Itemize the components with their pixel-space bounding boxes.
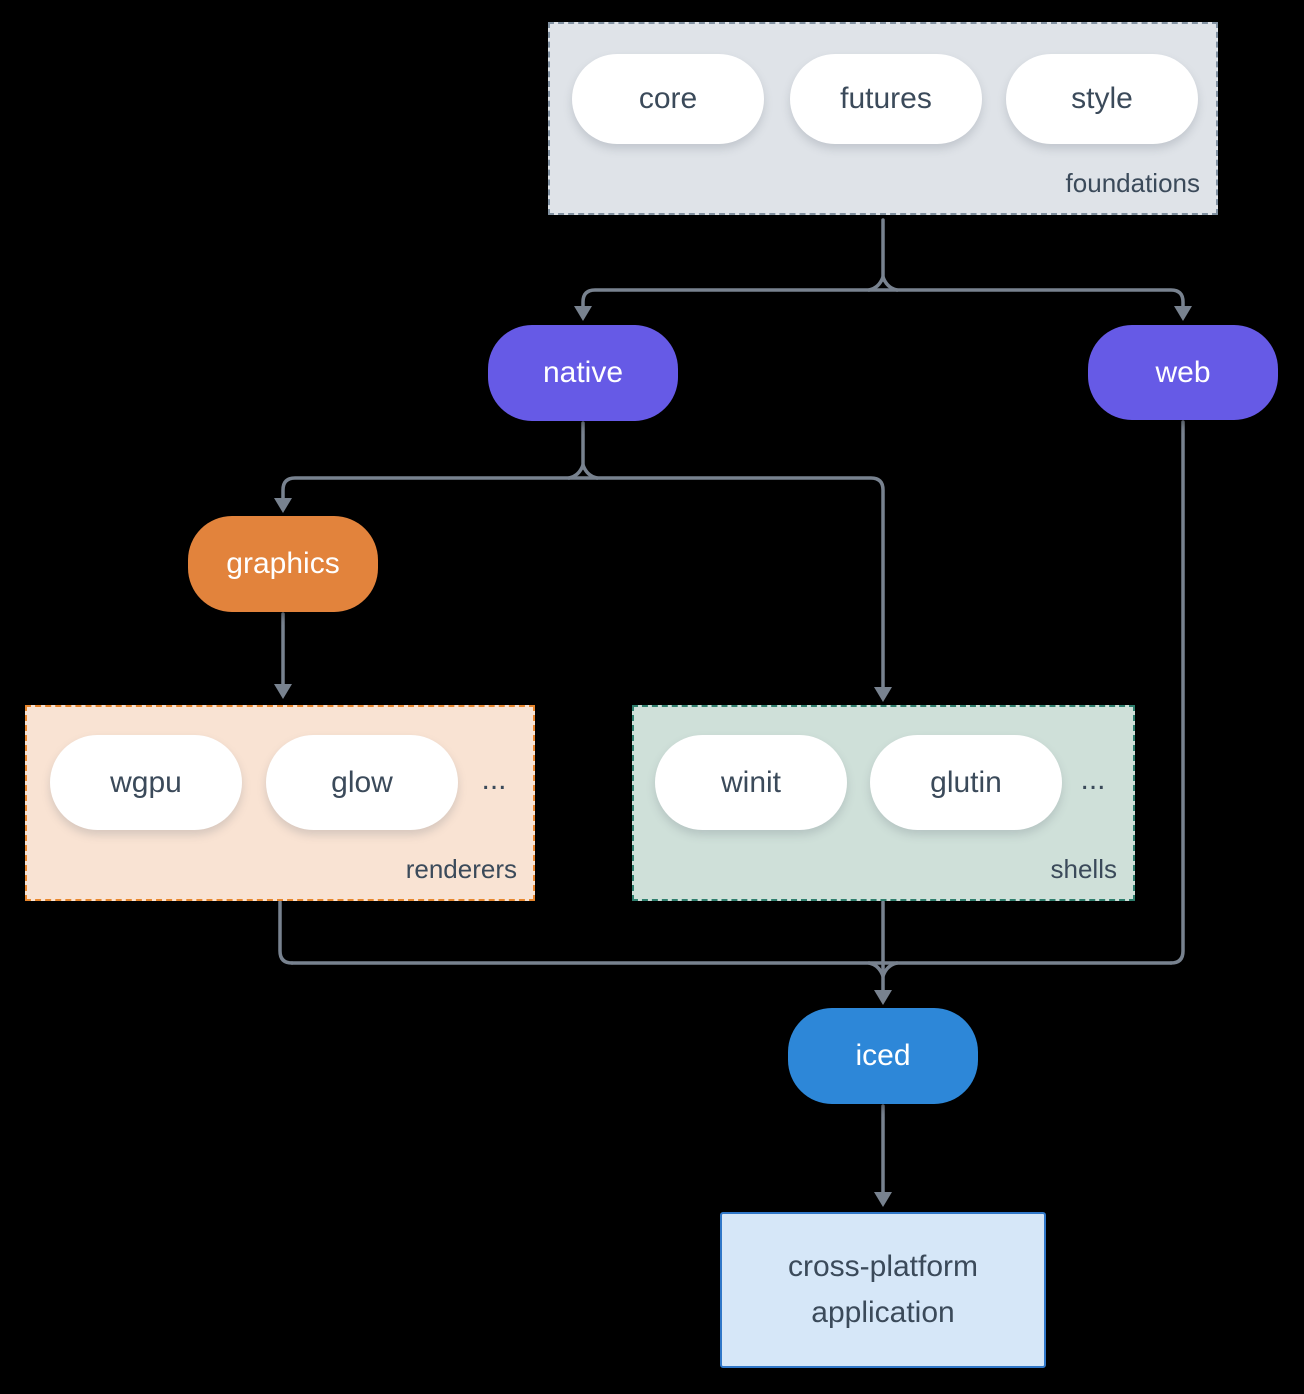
- node-cross-platform-application: cross-platform application: [720, 1212, 1046, 1368]
- node-style: style: [1006, 54, 1198, 144]
- node-native: native: [488, 325, 678, 421]
- shells-label: shells: [1050, 854, 1117, 884]
- application-label: cross-platform application: [787, 1249, 979, 1330]
- arrow-foundations-to-native-web: [574, 218, 1192, 321]
- arrow-native-to-graphics-shells: [274, 421, 892, 702]
- renderers-ellipsis: ...: [481, 763, 507, 796]
- node-glutin: glutin: [870, 735, 1062, 830]
- foundations-group: core futures style foundations: [548, 22, 1218, 215]
- arrow-shells-to-iced: [290, 900, 1173, 1005]
- node-graphics: graphics: [188, 516, 378, 612]
- shells-group: winit glutin ... shells: [632, 705, 1135, 901]
- arrow-iced-to-application: [874, 1104, 892, 1207]
- node-web: web: [1088, 325, 1278, 420]
- node-glow: glow: [266, 735, 458, 830]
- node-futures: futures: [790, 54, 982, 144]
- renderers-group: wgpu glow ... renderers: [25, 705, 535, 901]
- arrow-graphics-to-renderers: [274, 612, 292, 699]
- arrow-web-to-iced: [1169, 420, 1185, 965]
- arrow-renderers-to-iced: [278, 900, 294, 965]
- foundations-label: foundations: [1065, 168, 1200, 198]
- node-core: core: [572, 54, 764, 144]
- node-iced: iced: [788, 1008, 978, 1104]
- shells-ellipsis: ...: [1080, 763, 1106, 796]
- node-winit: winit: [655, 735, 847, 830]
- node-wgpu: wgpu: [50, 735, 242, 830]
- renderers-label: renderers: [405, 854, 517, 884]
